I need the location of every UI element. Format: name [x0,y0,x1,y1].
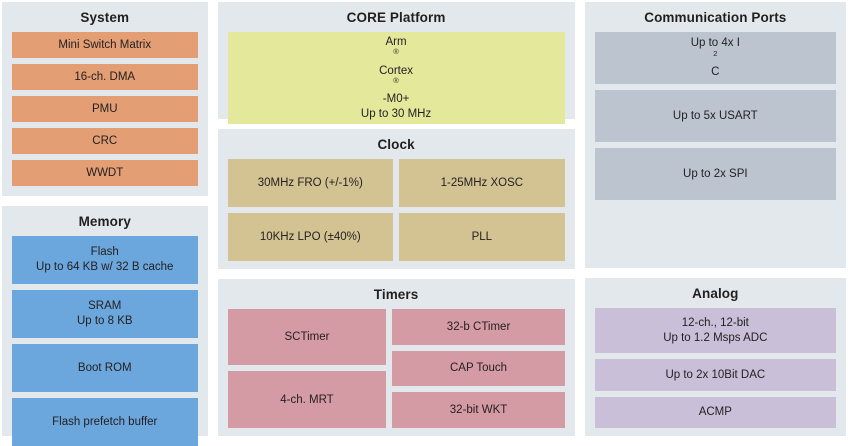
block-label-line2: Up to 64 KB w/ 32 B cache [36,260,174,273]
block-ctimer[interactable]: 32-b CTimer [392,308,565,345]
panel-title-memory: Memory [78,214,131,229]
registered-trademark-icon: ® [393,76,399,86]
panel-title-analog: Analog [692,286,739,301]
block-spi[interactable]: Up to 2x SPI [594,147,836,200]
block-label: 1-25MHz XOSC [440,176,524,189]
block-dma[interactable]: 16-ch. DMA [12,63,198,90]
block-usart[interactable]: Up to 5x USART [594,89,836,142]
analog-block-list: 12-ch., 12-bit Up to 1.2 Msps ADC Up to … [594,307,836,429]
block-label-line1: SRAM [88,300,122,313]
block-sctimer[interactable]: SCTimer [227,308,387,366]
panel-memory: Memory Flash Up to 64 KB w/ 32 B cache S… [2,206,208,446]
block-label-line1: Flash prefetch buffer [52,415,158,428]
block-fro[interactable]: 30MHz FRO (+/-1%) [227,158,394,207]
panel-title-communication-ports: Communication Ports [644,10,787,25]
block-dac[interactable]: Up to 2x 10Bit DAC [594,359,836,391]
timers-left-column: SCTimer 4-ch. MRT [227,308,387,428]
system-block-list: Mini Switch Matrix 16-ch. DMA PMU CRC WW… [12,31,198,188]
block-label-line1: 12-ch., 12-bit [681,317,749,330]
block-label-line1: Arm® Cortex®-M0+ [379,35,413,106]
block-label: CRC [92,134,118,147]
block-pmu[interactable]: PMU [12,95,198,122]
block-boot-rom[interactable]: Boot ROM [12,343,198,392]
panel-title-system: System [80,10,130,25]
clock-block-grid: 30MHz FRO (+/-1%) 1-25MHz XOSC 10KHz LPO… [227,158,565,262]
block-label: 4-ch. MRT [280,393,334,406]
block-mini-switch-matrix[interactable]: Mini Switch Matrix [12,31,198,58]
block-wwdt[interactable]: WWDT [12,159,198,186]
memory-block-list: Flash Up to 64 KB w/ 32 B cache SRAM Up … [12,235,198,446]
block-xosc[interactable]: 1-25MHz XOSC [399,158,565,207]
block-label-line2: Up to 8 KB [76,314,133,327]
block-label: 32-bit WKT [449,403,508,416]
panel-analog: Analog 12-ch., 12-bit Up to 1.2 Msps ADC… [584,278,846,436]
block-label: CAP Touch [449,362,508,375]
block-label-line1: Boot ROM [77,361,132,374]
panel-system: System Mini Switch Matrix 16-ch. DMA PMU… [2,2,208,196]
timers-block-area: SCTimer 4-ch. MRT 32-b CTimer CAP Touch … [227,308,565,429]
block-label-line2: Up to 1.2 Msps ADC [663,331,768,344]
superscript-two-icon: 2 [713,48,718,58]
block-cap-touch[interactable]: CAP Touch [392,350,565,387]
block-label-line1: ACMP [698,406,732,419]
block-wkt[interactable]: 32-bit WKT [392,392,565,429]
block-acmp[interactable]: ACMP [594,396,836,429]
block-label-line1: Flash [90,246,119,259]
block-label: PLL [471,230,493,243]
registered-trademark-icon: ® [393,47,399,57]
block-label-line2: Up to 30 MHz [360,107,432,120]
panel-title-core-platform: CORE Platform [346,10,446,25]
block-label-line1: Up to 2x 10Bit DAC [665,368,766,381]
block-label: Up to 2x SPI [683,167,748,180]
block-label: 30MHz FRO (+/-1%) [257,176,363,189]
block-label: 10KHz LPO (±40%) [259,230,361,243]
panel-title-clock: Clock [377,137,415,152]
block-adc[interactable]: 12-ch., 12-bit Up to 1.2 Msps ADC [594,307,836,354]
block-label: PMU [91,102,118,115]
block-label: 32-b CTimer [446,320,511,333]
middle-column: CORE Platform Arm® Cortex®-M0+ Up to 30 … [217,2,575,436]
panel-timers: Timers SCTimer 4-ch. MRT 32-b CTimer CAP [217,279,575,436]
timers-right-column: 32-b CTimer CAP Touch 32-bit WKT [392,308,565,429]
block-label: Mini Switch Matrix [58,38,152,51]
block-label: 16-ch. DMA [74,70,136,83]
block-sram[interactable]: SRAM Up to 8 KB [12,289,198,338]
panel-core-platform: CORE Platform Arm® Cortex®-M0+ Up to 30 … [217,2,575,125]
block-arm-cortex-m0plus[interactable]: Arm® Cortex®-M0+ Up to 30 MHz [227,31,565,125]
panel-clock: Clock 30MHz FRO (+/-1%) 1-25MHz XOSC 10K… [217,129,575,270]
block-crc[interactable]: CRC [12,127,198,154]
block-label: WWDT [86,166,124,179]
block-flash[interactable]: Flash Up to 64 KB w/ 32 B cache [12,235,198,284]
block-pll[interactable]: PLL [399,212,565,262]
block-flash-prefetch-buffer[interactable]: Flash prefetch buffer [12,397,198,446]
block-mrt[interactable]: 4-ch. MRT [227,371,387,428]
panel-title-timers: Timers [373,287,419,303]
block-lpo[interactable]: 10KHz LPO (±40%) [227,212,394,262]
block-label: Up to 5x USART [672,109,758,122]
core-block-list: Arm® Cortex®-M0+ Up to 30 MHz [227,31,565,125]
left-column: System Mini Switch Matrix 16-ch. DMA PMU… [2,2,208,446]
block-label: SCTimer [284,330,330,343]
